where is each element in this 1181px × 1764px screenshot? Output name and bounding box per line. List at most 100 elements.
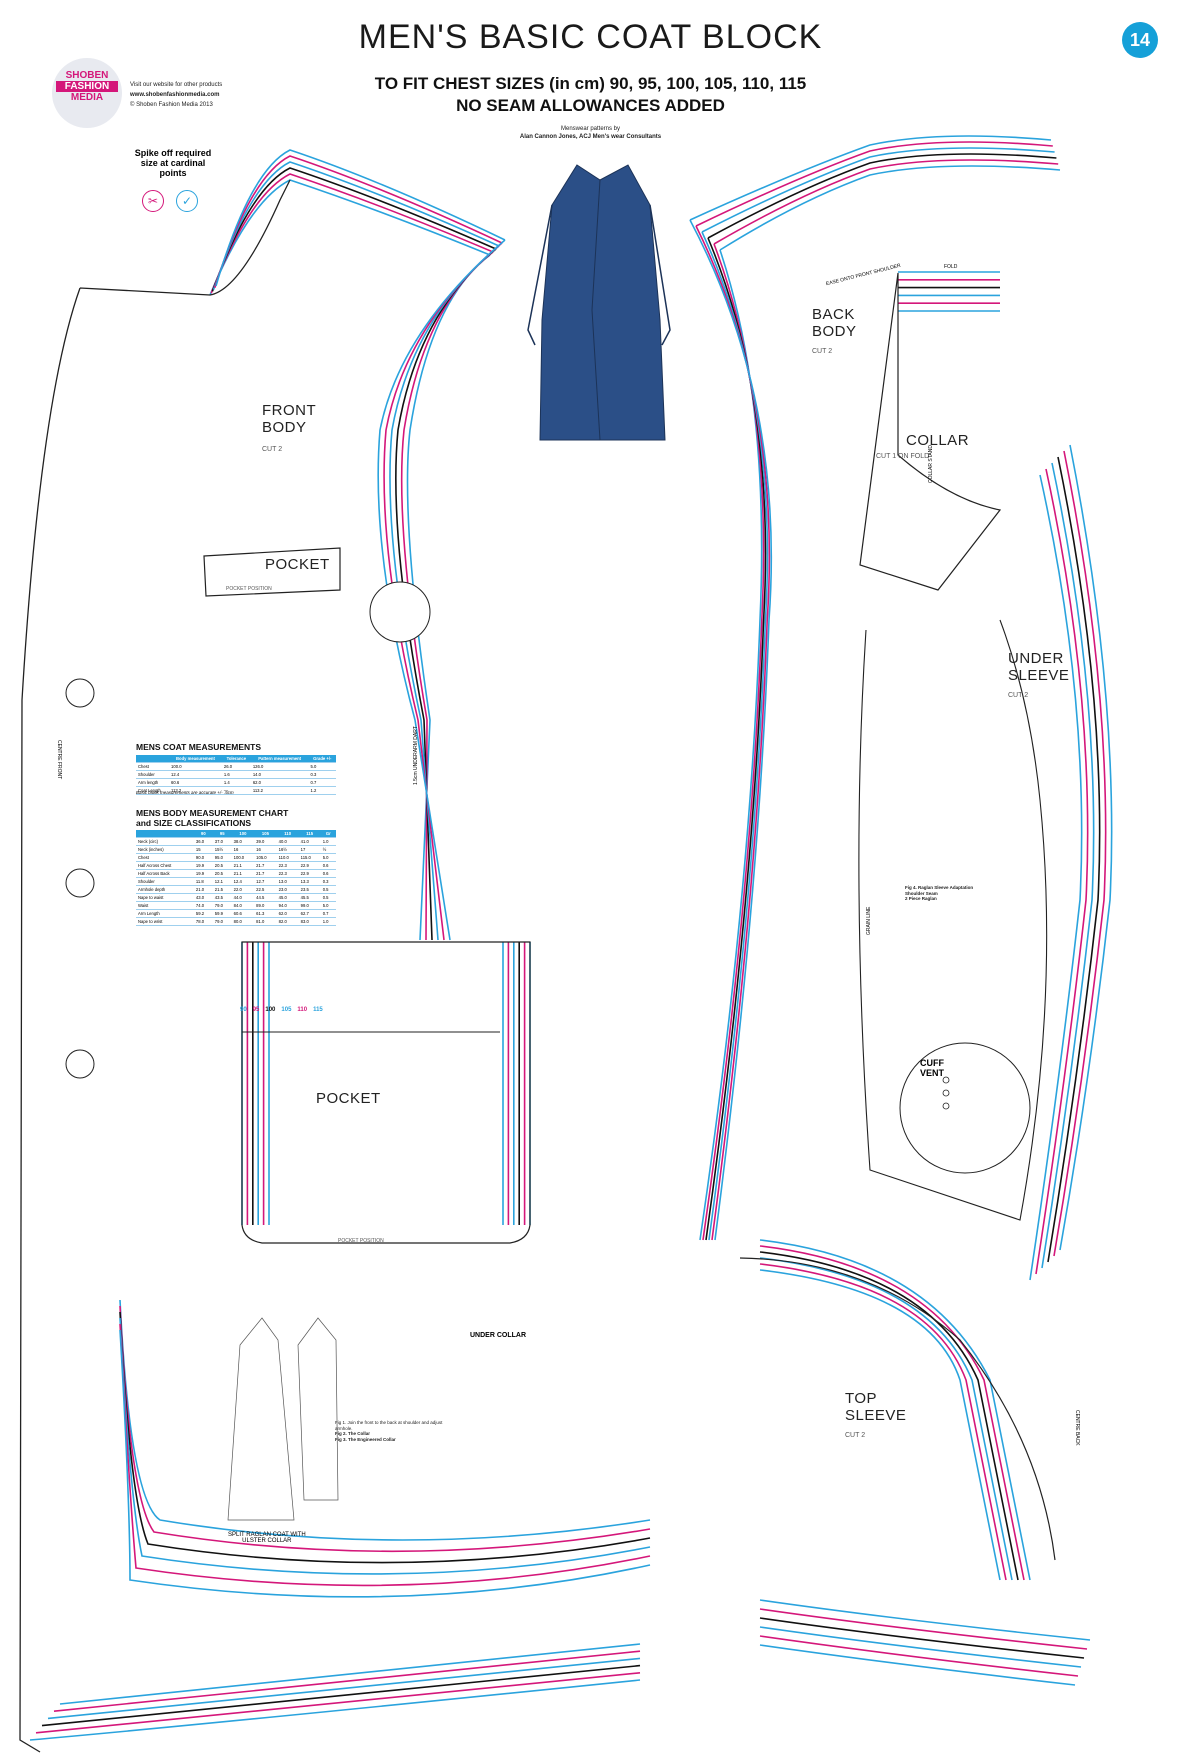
coat-measurements-header-cell: Tolerance xyxy=(221,755,251,763)
body-chart-cell: 15½ xyxy=(212,845,232,854)
body-chart-cell: 13.3 xyxy=(298,877,321,886)
body-chart-cell: 16 xyxy=(231,845,255,854)
body-chart-cell: 23.0 xyxy=(276,885,299,894)
coat-measurements-cell: 113.2 xyxy=(250,786,309,795)
coat-measurements-title: MENS COAT MEASUREMENTS xyxy=(136,742,261,752)
centre-front-label: CENTRE FRONT xyxy=(56,740,62,780)
body-chart-cell: ½ xyxy=(320,845,336,854)
body-chart-cell: 90.0 xyxy=(193,853,213,862)
body-chart-cell: Nape to wrist xyxy=(136,917,194,926)
back-body-cut: CUT 2 xyxy=(812,348,833,355)
front-hem-grade-line xyxy=(41,1664,641,1727)
body-chart-cell: 84.0 xyxy=(231,901,255,910)
body-chart-cell: 19.9 xyxy=(193,861,213,870)
body-chart-cell: 15 xyxy=(193,845,213,854)
body-chart-cell: 22.0 xyxy=(231,885,255,894)
front-shoulder-grade-line xyxy=(215,149,506,287)
body-chart-cell: 44.0 xyxy=(231,893,255,902)
coat-measurements-header-cell: Grade +/- xyxy=(308,755,336,763)
front-hem-grade-line xyxy=(47,1657,641,1720)
body-chart-cell: 79.0 xyxy=(212,901,232,910)
body-chart-cell: 0.7 xyxy=(320,909,336,918)
coat-measurements-cell: 0.3 xyxy=(308,770,336,779)
body-chart-cell: 99.0 xyxy=(298,901,321,910)
body-chart-cell: 95.0 xyxy=(212,853,232,862)
under-sleeve-cut: CUT 2 xyxy=(1008,692,1029,699)
back-shoulder-grade-line xyxy=(695,141,1053,227)
coat-measurements-cell: 12.4 xyxy=(169,770,222,779)
body-chart-cell: 61.3 xyxy=(254,909,277,918)
body-chart-cell: 1.0 xyxy=(320,837,336,846)
fig2-note: Fig 2. The Collar xyxy=(335,1431,371,1436)
body-chart-cell: Half Across Back xyxy=(136,869,194,878)
body-chart-cell: 22.3 xyxy=(276,869,299,878)
top-sleeve-grade-line xyxy=(759,1251,1019,1581)
underarm-dart-label: 1.5cm UNDERARM DART xyxy=(413,726,419,785)
button-marker-3 xyxy=(65,1049,95,1079)
pocket-bag-position: POCKET POSITION xyxy=(338,1238,384,1244)
back-side-seam-grade-line xyxy=(689,219,773,1241)
fig4-note: Fig 4. Raglan Sleeve Adaptation xyxy=(905,885,974,890)
front-hem-grade-line xyxy=(35,1672,641,1734)
front-body-title: FRONT BODY xyxy=(262,402,317,436)
coat-measurements-cell: Chest xyxy=(136,762,170,771)
top-sleeve-label: TOP SLEEVE xyxy=(845,1390,907,1424)
underarm-dart-detail xyxy=(369,581,431,643)
credit-line-2: Alan Cannon Jones, ACJ Men's wear Consul… xyxy=(519,134,662,140)
body-chart-cell: 37.0 xyxy=(212,837,232,846)
body-chart-cell: 0.6 xyxy=(320,869,336,878)
top-sleeve-cut: CUT 2 xyxy=(845,1432,866,1439)
body-chart-cell: 43.5 xyxy=(212,893,232,902)
tracing-wheel-check-icon: ✓ xyxy=(176,190,198,212)
top-sleeve-outline xyxy=(739,1257,1056,1561)
scissors-crossed-icon: ✂ xyxy=(142,190,164,212)
back-shoulder-grade-line xyxy=(689,135,1052,221)
top-sleeve-grade-line xyxy=(759,1269,1001,1581)
body-chart-cell: 80.0 xyxy=(231,917,255,926)
body-chart-cell: 21.1 xyxy=(231,869,255,878)
body-chart-cell: 11.8 xyxy=(193,877,213,886)
body-chart-cell: 82.0 xyxy=(276,917,299,926)
logo-word-2: FASHION xyxy=(56,81,118,92)
body-chart-header-cell: 110 xyxy=(276,830,299,838)
front-hem-grade-line xyxy=(59,1643,641,1705)
body-chart-header-cell: Gr xyxy=(320,830,336,838)
coat-measurements-cell: 113.2 xyxy=(169,786,222,795)
spike-instruction: Spike off required size at cardinal poin… xyxy=(134,148,212,178)
body-chart-cell: 22.5 xyxy=(254,885,277,894)
coat-measurements-cell: Arm length xyxy=(136,778,170,787)
coat-measurements-cell: 26.0 xyxy=(221,762,251,771)
back-body-title: BACK BODY xyxy=(812,306,857,340)
back-shoulder-grade-line xyxy=(701,147,1055,233)
body-chart-cell: 12.7 xyxy=(254,877,277,886)
coat-measurements-cell: 14.0 xyxy=(250,770,309,779)
under-sleeve-grade-line xyxy=(1041,462,1095,1269)
body-chart-cell: 22.9 xyxy=(298,861,321,870)
body-chart-cell: 19.9 xyxy=(193,869,213,878)
collar-cut: CUT 1 ON FOLD xyxy=(876,453,930,460)
coat-measurements-cell: 60.6 xyxy=(169,778,222,787)
body-chart-cell: 59.2 xyxy=(193,909,213,918)
body-chart-cell: 60.6 xyxy=(231,909,255,918)
front-hem-grade-line xyxy=(53,1650,641,1712)
body-chart-cell: 21.5 xyxy=(212,885,232,894)
body-chart-cell: 41.0 xyxy=(298,837,321,846)
top-sleeve-grade-line xyxy=(759,1239,1031,1581)
size-marker: 100 xyxy=(265,1007,276,1013)
seam-allowance-subtitle: NO SEAM ALLOWANCES ADDED xyxy=(456,96,725,115)
website-link[interactable]: www.shobenfashionmedia.com xyxy=(130,92,220,98)
cuff-vent-detail xyxy=(899,1042,1031,1174)
body-chart-cell: 62.7 xyxy=(298,909,321,918)
body-chart-cell: 12.1 xyxy=(212,877,232,886)
body-chart-cell: 39.0 xyxy=(254,837,277,846)
